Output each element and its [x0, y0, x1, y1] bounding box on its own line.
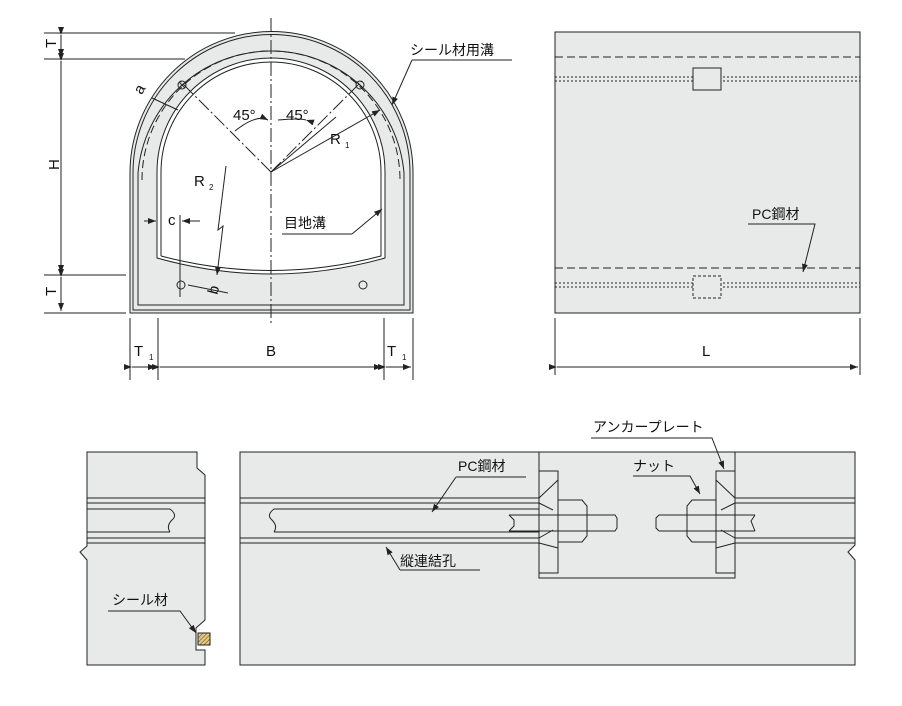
- anchor-plate-right: [715, 470, 736, 574]
- joint-detail: シール材 PC鋼材 縦連結孔 アンカープレート ナット: [79, 419, 856, 666]
- t2-label: T: [43, 287, 60, 296]
- t1-right-subscript: 1: [402, 353, 407, 362]
- t1-right-label: T: [387, 343, 396, 360]
- l-label: L: [702, 343, 710, 360]
- pc-hole: [176, 280, 186, 290]
- a-label: a: [130, 81, 149, 97]
- b-width-label: B: [266, 343, 276, 360]
- pc-steel-label: PC鋼材: [752, 206, 799, 222]
- h-label: H: [46, 159, 63, 170]
- r2-subscript: 2: [209, 183, 214, 192]
- pc-steel-joint-label: PC鋼材: [458, 458, 505, 474]
- nut-right: [686, 499, 716, 543]
- r2-label: R: [194, 173, 205, 190]
- nut-left: [558, 499, 588, 543]
- anchor-box-hidden: [692, 275, 722, 299]
- side-view: PC鋼材 L: [549, 31, 861, 375]
- t1-left-subscript: 1: [149, 353, 154, 362]
- seal-groove-label: シール材用溝: [410, 42, 494, 58]
- joint-groove-line: [160, 61, 382, 271]
- pc-center-line: [141, 50, 401, 181]
- r1-label: R: [330, 131, 341, 148]
- front-view: 45° 45° R 1 R 2 c b a T H T T 1 B T 1 シー…: [43, 18, 512, 380]
- r1-subscript: 1: [345, 141, 350, 150]
- t1-left-label: T: [134, 343, 143, 360]
- seal-material: [197, 632, 211, 646]
- anchor-plate-left: [538, 470, 559, 574]
- joint-groove-label: 目地溝: [284, 215, 326, 231]
- vertical-hole-label: 縦連結孔: [400, 553, 456, 569]
- nut-label: ナット: [633, 458, 675, 474]
- anchor-plate-label: アンカープレート: [593, 419, 704, 435]
- culvert-opening: [156, 57, 386, 275]
- angle-right: 45°: [286, 107, 309, 124]
- seal-groove-line: [132, 34, 411, 311]
- anchor-box: [692, 67, 722, 91]
- seal-label: シール材: [112, 592, 168, 608]
- angle-left: 45°: [233, 107, 256, 124]
- c-label: c: [168, 212, 176, 229]
- pc-hole: [358, 280, 368, 290]
- t1-top-label: T: [43, 39, 60, 48]
